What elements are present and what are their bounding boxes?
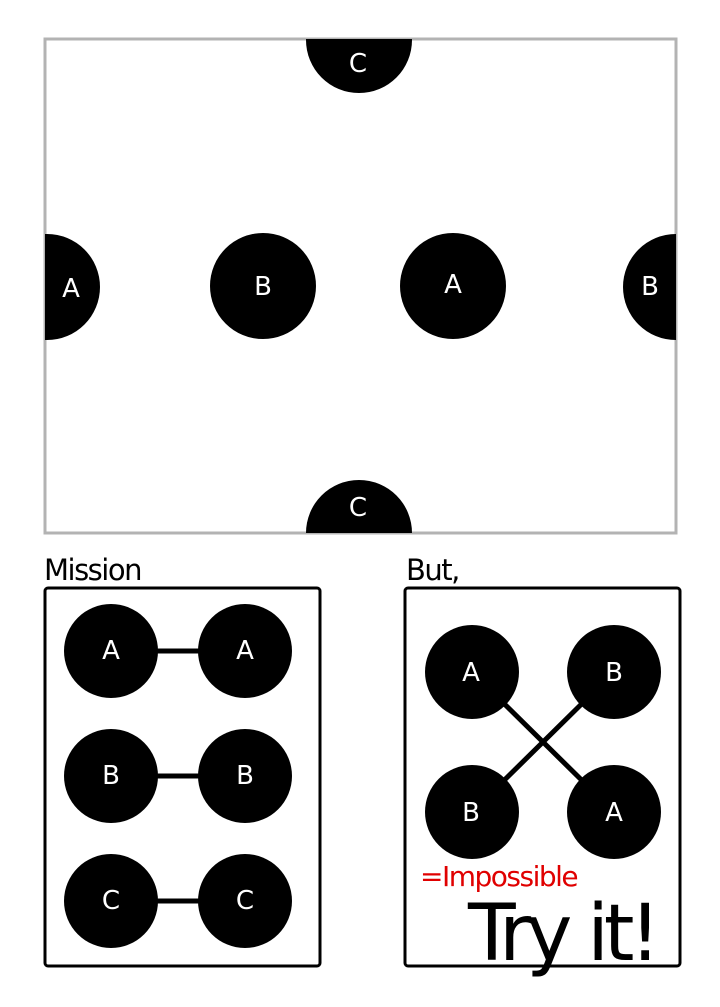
but-node-a-bottom (567, 765, 661, 859)
mission-node (198, 604, 292, 698)
mission-title: Mission (44, 553, 141, 587)
board-node-label: B (254, 272, 272, 302)
mission-node (198, 729, 292, 823)
board-node-a-left[interactable] (0, 234, 100, 340)
board-node-b-center[interactable] (210, 233, 316, 339)
mission-node-label: A (102, 636, 120, 666)
try-it-label: Try it! (467, 889, 656, 979)
mission-pair-a: A A (64, 604, 292, 698)
board-node-label: C (349, 49, 367, 79)
but-node-label: A (462, 658, 480, 688)
board-node-label: C (349, 493, 367, 523)
but-frame (403, 586, 682, 968)
mission-node-label: C (236, 886, 254, 916)
board-node-label: A (62, 274, 80, 304)
but-node-label: B (605, 658, 623, 688)
board-node-label: B (641, 272, 659, 302)
mission-node (198, 854, 292, 948)
board-node-b-right[interactable] (623, 234, 720, 340)
mission-node (64, 729, 158, 823)
but-node-a-top (425, 625, 519, 719)
but-node-label: B (462, 798, 480, 828)
board-node-label: A (444, 270, 462, 300)
board-frame (43, 37, 678, 535)
board-node-c-bottom[interactable] (306, 480, 412, 586)
mission-panel: Mission A A B B C C (43, 553, 322, 968)
but-title: But, (406, 553, 459, 587)
mission-frame (43, 586, 322, 968)
mission-node-label: A (236, 636, 254, 666)
but-node-label: A (605, 798, 623, 828)
mission-pair-b: B B (64, 729, 292, 823)
game-board: C A B A B C (0, 0, 720, 586)
mission-node (64, 604, 158, 698)
mission-node-label: B (102, 761, 120, 791)
mission-node-label: B (236, 761, 254, 791)
impossible-label: =Impossible (420, 860, 577, 893)
board-node-c-top[interactable] (306, 0, 412, 93)
but-panel: But, A B B A =Impossible Try it! (403, 553, 682, 979)
but-node-b-top (567, 625, 661, 719)
board-node-a-center[interactable] (400, 233, 506, 339)
mission-node (64, 854, 158, 948)
mission-node-label: C (102, 886, 120, 916)
mission-pair-c: C C (64, 854, 292, 948)
but-node-b-bottom (425, 765, 519, 859)
